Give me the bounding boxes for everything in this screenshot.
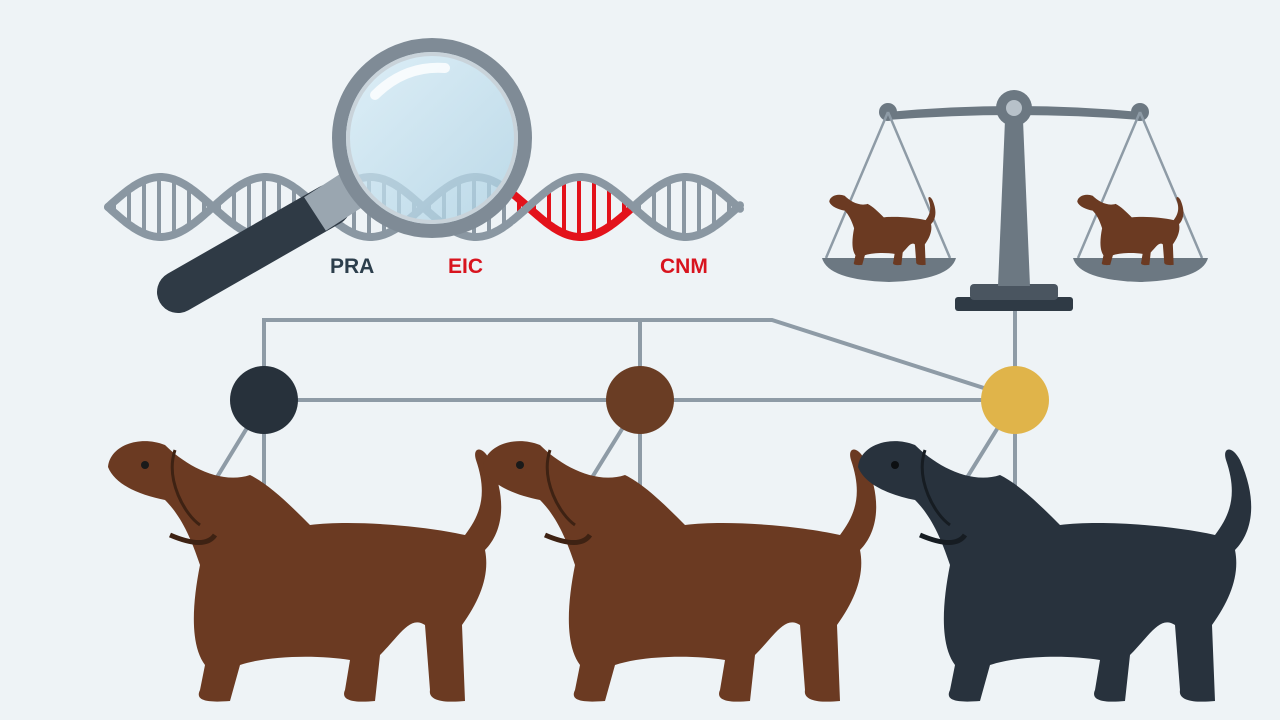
magnifying-glass-icon	[157, 38, 532, 313]
dna-strand	[630, 173, 744, 213]
top-connector	[262, 318, 1017, 402]
scale-dog-right	[1077, 194, 1184, 266]
dog-black	[858, 441, 1252, 702]
gene-label-cnm: CNM	[660, 255, 708, 278]
dog-chocolate-2	[483, 441, 877, 702]
node-black	[230, 366, 298, 434]
dna-strand	[508, 173, 636, 225]
gene-label-pra: PRA	[330, 255, 374, 278]
dog-chocolate-1	[108, 441, 502, 702]
balance-scale-icon	[822, 90, 1208, 311]
node-yellow	[981, 366, 1049, 434]
scale-dog-left	[829, 194, 936, 266]
node-chocolate	[606, 366, 674, 434]
dna-strand	[630, 201, 744, 241]
gene-label-eic: EIC	[448, 255, 483, 278]
dna-strand	[508, 189, 636, 241]
